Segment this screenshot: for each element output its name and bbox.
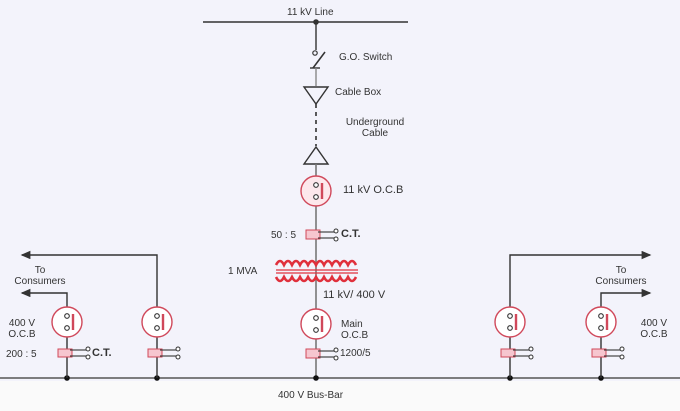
right-ocb-label: 400 V O.C.B: [640, 318, 668, 340]
main-ct-icon: [305, 347, 339, 361]
cable-termination-icon: [302, 145, 330, 165]
transformer-rating-label: 1 MVA: [228, 266, 258, 277]
left-ct-label: C.T.: [92, 347, 112, 359]
transformer-ratio-label: 11 kV/ 400 V: [323, 289, 386, 301]
hv-ct-icon: [305, 228, 339, 242]
left-ocb-label: 400 V O.C.B: [8, 318, 36, 340]
feeder-ocb-icon: [585, 306, 625, 360]
go-switch-icon: [310, 50, 326, 86]
right-consumers-label: To Consumers: [595, 265, 647, 287]
feeder-ocb-icon: [141, 306, 181, 360]
hv-ct-ratio-label: 50 : 5: [271, 230, 297, 241]
hv-ct-label: C.T.: [341, 228, 361, 240]
left-consumers-label: To Consumers: [14, 265, 66, 287]
underground-cable-label: Underground Cable: [345, 117, 405, 139]
busbar: [0, 375, 680, 381]
main-ocb-label: Main O.C.B: [341, 319, 369, 341]
busbar-label: 400 V Bus-Bar: [278, 390, 344, 401]
incoming-line-label: 11 kV Line: [287, 7, 334, 18]
cable-box-icon: [302, 86, 330, 146]
feeder-ocb-icon: [51, 306, 91, 360]
transformer-icon: [274, 259, 358, 283]
hv-ocb-label: 11 kV O.C.B: [343, 184, 404, 196]
hv-ocb-icon: [300, 175, 332, 207]
main-ct-ratio-label: 1200/5: [340, 348, 371, 359]
main-ocb-icon: [300, 308, 332, 340]
cable-box-label: Cable Box: [335, 87, 382, 98]
go-switch-label: G.O. Switch: [339, 52, 393, 63]
incoming-line: [203, 19, 408, 50]
left-ct-ratio-label: 200 : 5: [6, 349, 37, 360]
bottom-margin: [0, 381, 680, 411]
feeder-ocb-icon: [494, 306, 534, 360]
